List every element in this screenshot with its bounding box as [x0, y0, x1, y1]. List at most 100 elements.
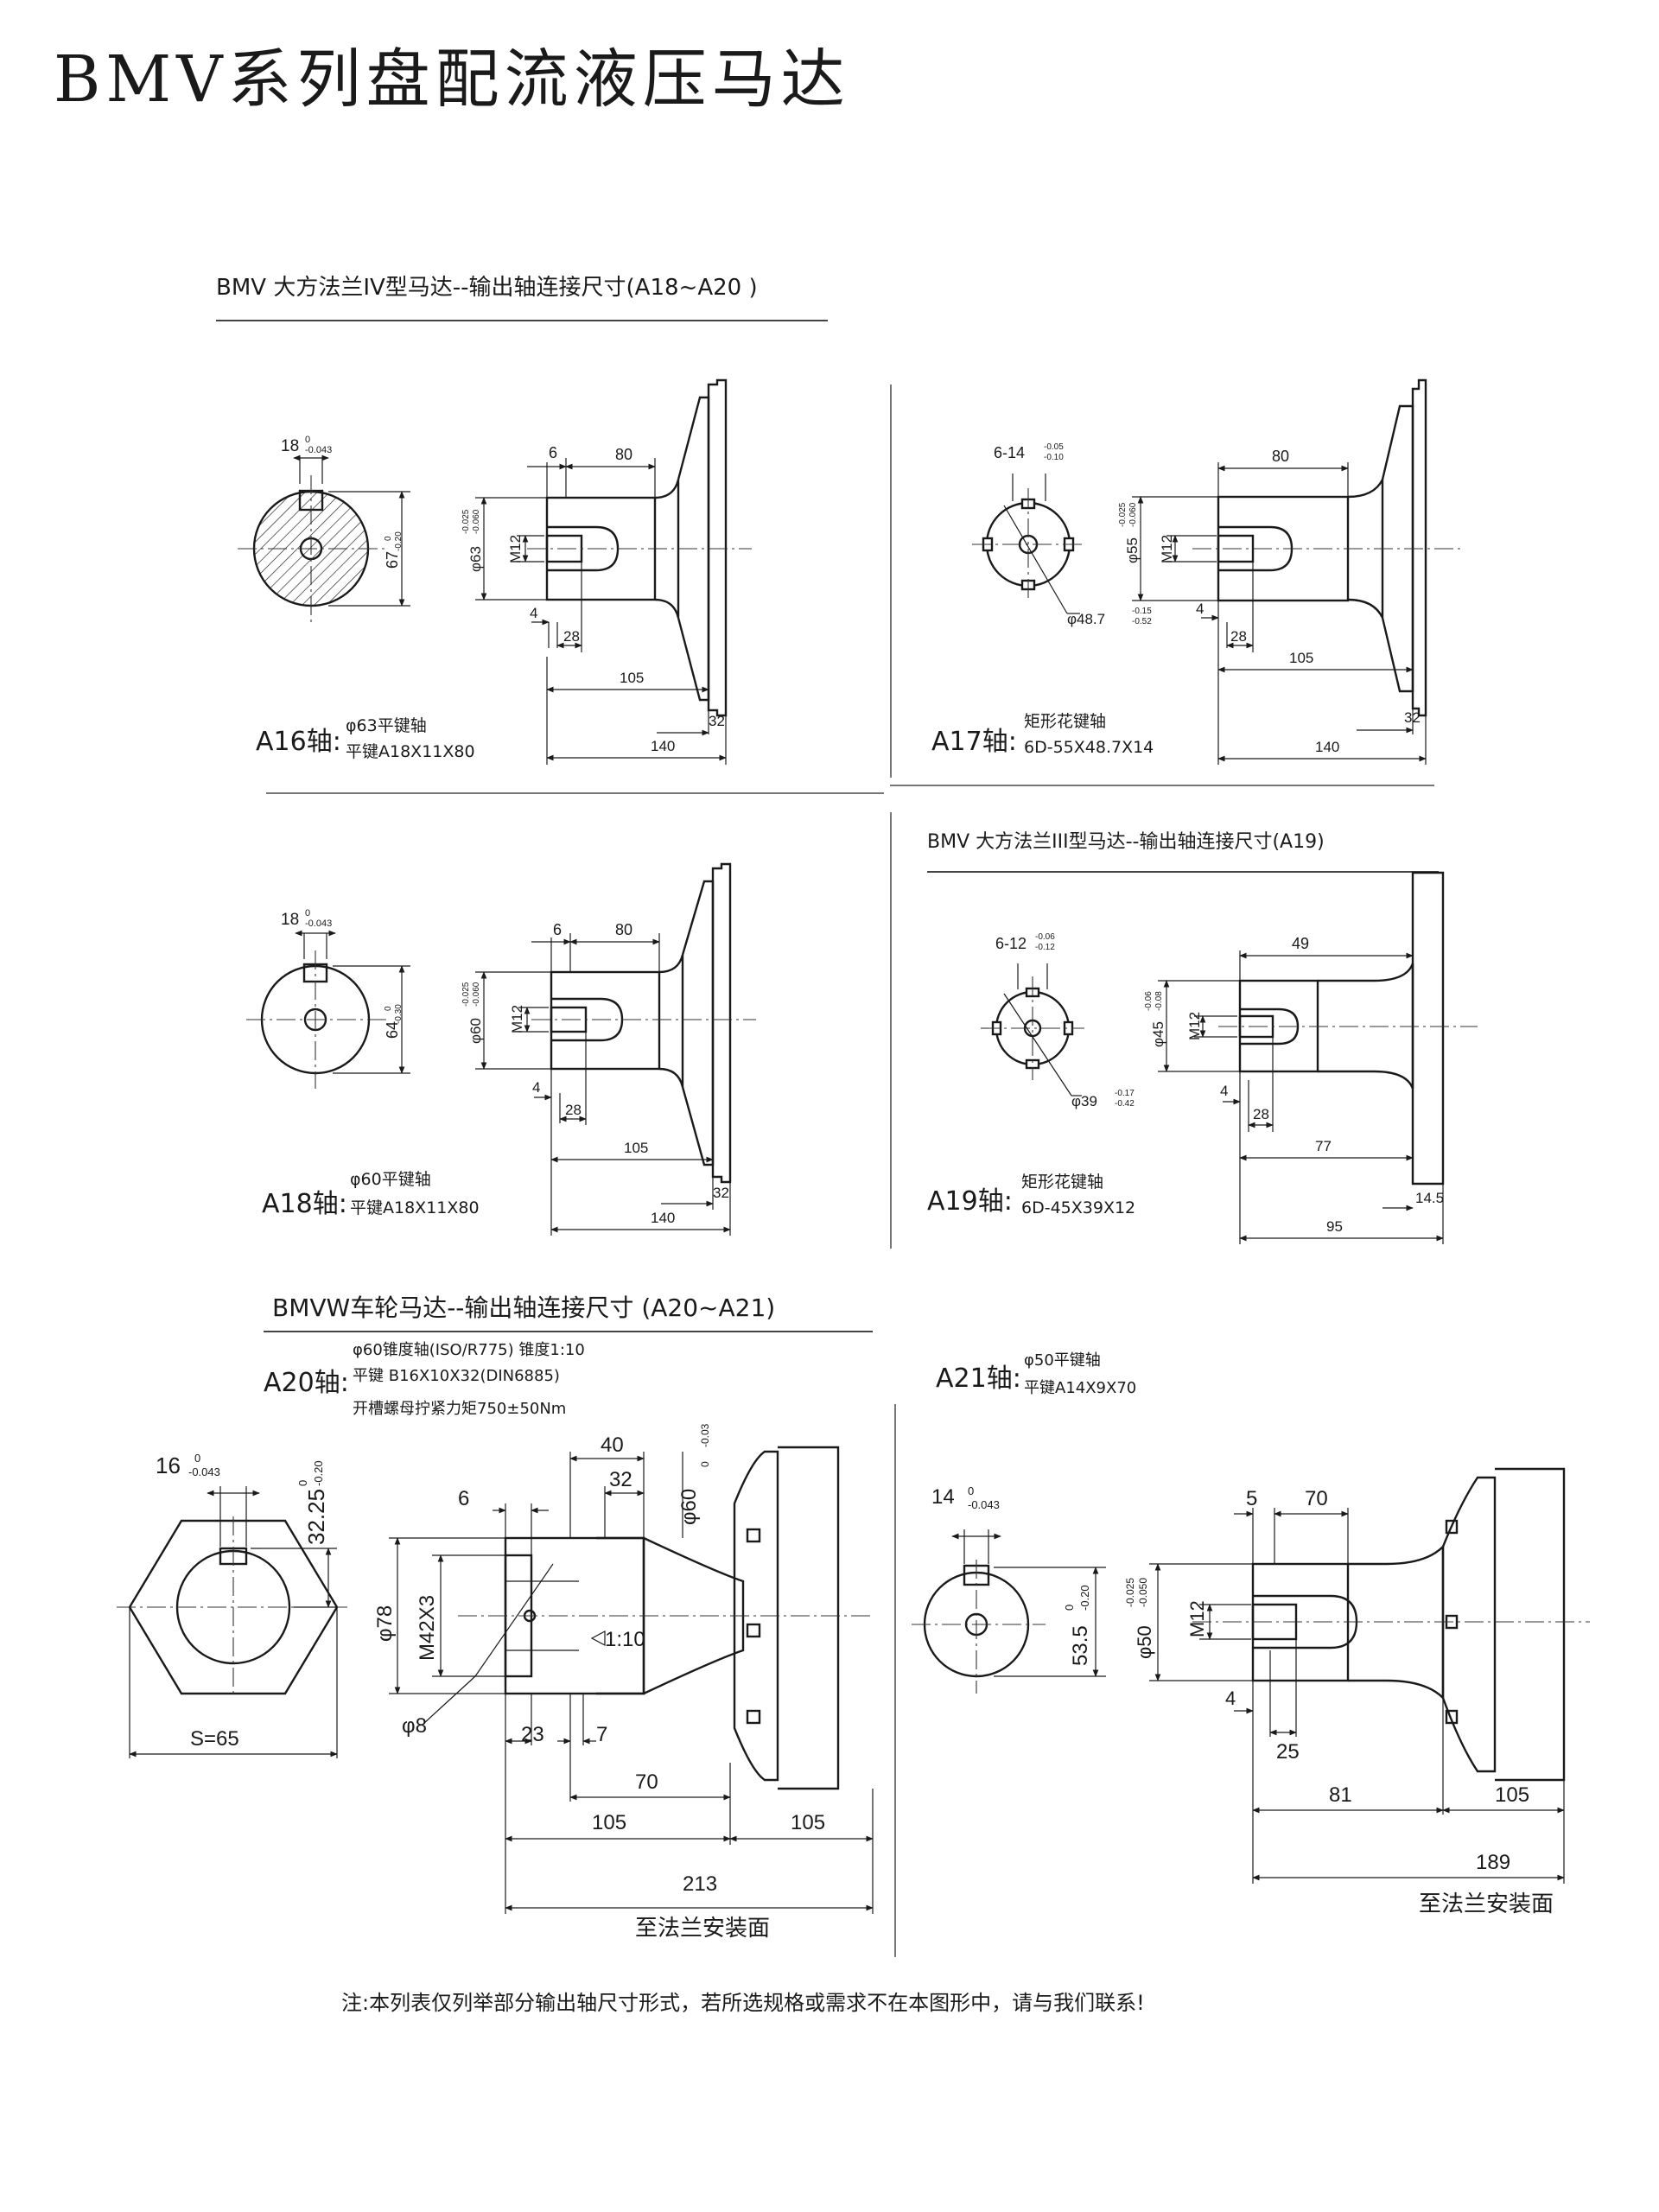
svg-text:0: 0 — [305, 435, 310, 445]
svg-text:φ63: φ63 — [467, 546, 484, 572]
svg-text:32: 32 — [609, 1468, 632, 1491]
svg-text:0: 0 — [296, 1480, 309, 1486]
a18-side-view: 6 80 φ60 -0.025 -0.060 M12 4 28 105 32 1… — [461, 862, 756, 1236]
svg-text:32: 32 — [709, 713, 725, 729]
svg-text:32: 32 — [1404, 709, 1421, 726]
svg-text:0: 0 — [1063, 1605, 1076, 1611]
svg-text:4: 4 — [532, 1079, 540, 1096]
svg-text:105: 105 — [592, 1811, 626, 1834]
drawing-a16: 18 0 -0.043 67 0 -0.20 6 80 φ63 -0.025 -… — [238, 378, 752, 765]
section-heading-iv: BMV 大方法兰IV型马达--输出轴连接尺寸(A18~A20 ) — [216, 275, 758, 301]
svg-text:105: 105 — [620, 670, 644, 686]
svg-text:1:10: 1:10 — [605, 1628, 645, 1651]
shaft-a19-desc1: 矩形花键轴 — [1021, 1173, 1104, 1192]
svg-text:80: 80 — [615, 921, 632, 938]
svg-text:-0.043: -0.043 — [305, 918, 332, 929]
divider-vertical-top — [890, 385, 892, 778]
svg-text:-0.17: -0.17 — [1115, 1089, 1135, 1098]
svg-text:-0.42: -0.42 — [1115, 1099, 1135, 1109]
svg-text:28: 28 — [565, 1102, 582, 1118]
svg-text:-0.043: -0.043 — [305, 445, 332, 455]
svg-text:213: 213 — [683, 1872, 717, 1896]
drawing-a19: 6-12 -0.06 -0.12 φ39 -0.17 -0.42 49 φ45 … — [981, 871, 1478, 1244]
svg-text:φ78: φ78 — [373, 1605, 397, 1642]
svg-text:6-14: 6-14 — [994, 444, 1025, 461]
svg-text:至法兰安装面: 至法兰安装面 — [1419, 1891, 1554, 1916]
shaft-a20-desc1: φ60锥度轴(ISO/R775) 锥度1:10 — [353, 1341, 585, 1359]
svg-text:0: 0 — [305, 908, 310, 918]
svg-text:6: 6 — [553, 921, 562, 938]
svg-text:23: 23 — [521, 1723, 544, 1746]
a17-spline-view: 6-14 -0.05 -0.10 φ48.7 -0.15 -0.52 — [972, 442, 1152, 627]
shaft-a21-desc1: φ50平键轴 — [1024, 1351, 1101, 1370]
svg-text:14: 14 — [931, 1485, 955, 1509]
shaft-a20-desc3: 开槽螺母拧紧力矩750±50Nm — [353, 1400, 567, 1418]
shaft-a17-desc2: 6D-55X48.7X14 — [1024, 738, 1154, 757]
shaft-a16-id: A16轴: — [256, 727, 341, 757]
svg-text:140: 140 — [651, 1210, 675, 1226]
svg-text:0: 0 — [699, 1461, 711, 1467]
svg-text:-0.060: -0.060 — [472, 509, 481, 534]
svg-text:φ60: φ60 — [467, 1018, 484, 1044]
svg-text:-0.03: -0.03 — [699, 1423, 711, 1447]
svg-text:67: 67 — [384, 551, 401, 569]
svg-text:6: 6 — [458, 1487, 469, 1510]
svg-text:-0.025: -0.025 — [461, 509, 471, 534]
svg-text:64: 64 — [384, 1021, 401, 1039]
svg-text:105: 105 — [1289, 650, 1313, 666]
svg-text:φ55: φ55 — [1124, 537, 1141, 563]
svg-text:M12: M12 — [509, 1005, 525, 1033]
a21-section-view: 14 0 -0.043 53.5 0 -0.20 — [912, 1484, 1106, 1694]
a19-spline-view: 6-12 -0.06 -0.12 φ39 -0.17 -0.42 — [981, 932, 1135, 1109]
section-rule-wheel — [264, 1331, 873, 1332]
section-heading-iii: BMV 大方法兰III型马达--输出轴连接尺寸(A19) — [927, 831, 1325, 853]
svg-text:-0.043: -0.043 — [188, 1465, 220, 1478]
shaft-a17-id: A17轴: — [931, 727, 1017, 757]
drawing-a18: 18 0 -0.043 64 0 -0.30 6 80 φ60 -0.025 -… — [246, 862, 756, 1236]
svg-text:140: 140 — [651, 738, 675, 754]
svg-text:φ60: φ60 — [677, 1489, 701, 1525]
svg-text:18: 18 — [281, 911, 299, 929]
shaft-a18-desc2: 平键A18X11X80 — [350, 1198, 480, 1217]
svg-text:-0.20: -0.20 — [394, 531, 404, 551]
svg-text:-0.060: -0.060 — [1128, 502, 1138, 527]
a19-side-view: 49 φ45 -0.06 -0.08 M12 4 28 77 14.5 95 — [1144, 871, 1478, 1244]
svg-text:6: 6 — [549, 444, 557, 461]
a17-side-view: 80 φ55 -0.025 -0.060 M12 4 28 105 32 140 — [1118, 378, 1460, 765]
shaft-a19-id: A19轴: — [927, 1186, 1013, 1217]
svg-text:M12: M12 — [507, 535, 524, 563]
svg-text:-0.15: -0.15 — [1132, 607, 1152, 616]
svg-text:0: 0 — [194, 1452, 200, 1465]
svg-text:14.5: 14.5 — [1415, 1190, 1444, 1206]
svg-text:81: 81 — [1329, 1783, 1352, 1807]
svg-text:16: 16 — [156, 1452, 181, 1478]
svg-text:-0.10: -0.10 — [1044, 453, 1064, 462]
shaft-a21-id: A21轴: — [936, 1363, 1021, 1394]
svg-text:-0.20: -0.20 — [1078, 1585, 1091, 1611]
svg-text:-0.52: -0.52 — [1132, 617, 1152, 626]
drawing-a21: 14 0 -0.043 53.5 0 -0.20 5 70 φ50 -0.025… — [912, 1467, 1590, 1916]
shaft-a18-desc1: φ60平键轴 — [350, 1170, 431, 1189]
svg-text:25: 25 — [1276, 1740, 1300, 1764]
svg-text:189: 189 — [1476, 1851, 1510, 1874]
svg-text:6-12: 6-12 — [995, 935, 1027, 952]
svg-text:-0.06: -0.06 — [1144, 991, 1154, 1011]
svg-text:0: 0 — [968, 1484, 974, 1497]
svg-text:80: 80 — [1272, 448, 1289, 465]
shaft-a19-desc2: 6D-45X39X12 — [1021, 1198, 1136, 1217]
svg-text:-0.025: -0.025 — [461, 982, 471, 1007]
svg-text:140: 140 — [1315, 739, 1339, 755]
divider-horizontal-right — [890, 785, 1434, 786]
svg-text:70: 70 — [635, 1770, 658, 1794]
svg-text:-0.025: -0.025 — [1124, 1578, 1136, 1607]
svg-text:32: 32 — [713, 1185, 729, 1201]
svg-text:-0.06: -0.06 — [1035, 932, 1055, 942]
section-rule-iii — [927, 871, 1439, 873]
svg-text:105: 105 — [1495, 1783, 1529, 1807]
svg-text:4: 4 — [1225, 1688, 1236, 1709]
drawing-a17: 6-14 -0.05 -0.10 φ48.7 -0.15 -0.52 80 φ5… — [972, 378, 1460, 765]
svg-text:70: 70 — [1305, 1487, 1328, 1510]
svg-text:77: 77 — [1315, 1138, 1332, 1154]
a21-side-view: 5 70 φ50 -0.025 -0.050 M12 4 25 81 105 1… — [1124, 1467, 1590, 1916]
svg-text:5: 5 — [1246, 1487, 1257, 1510]
